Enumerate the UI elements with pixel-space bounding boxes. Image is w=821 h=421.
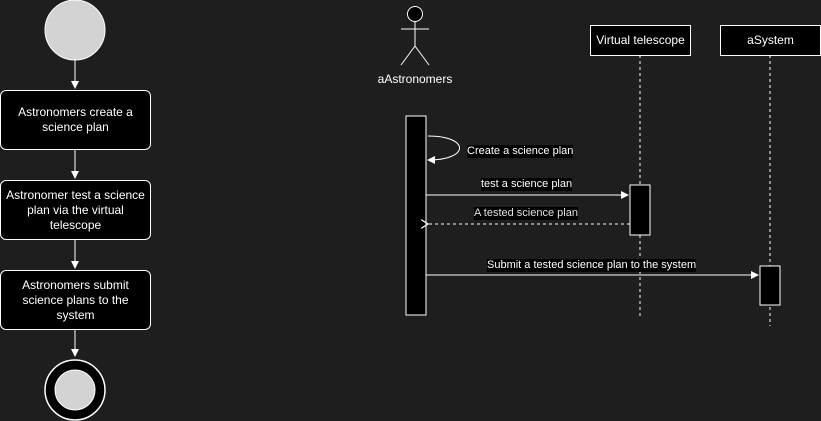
lifeline-header-virtual-telescope: Virtual telescope [590, 25, 691, 56]
lifeline-header-asystem: aSystem [720, 25, 821, 56]
activity-step-test-label: Astronomer test a science plan via the v… [6, 187, 145, 232]
actor-label: aAstronomers [377, 72, 453, 86]
self-message-label: Create a science plan [467, 145, 574, 158]
activity-step-test: Astronomer test a science plan via the v… [0, 180, 151, 240]
test-message-label: test a science plan [481, 178, 573, 191]
activity-step-submit: Astronomers submit science plans to the … [0, 270, 151, 330]
activity-step-create-label: Astronomers create a science plan [18, 105, 133, 134]
submit-message-label: Submit a tested science plan to the syst… [487, 259, 697, 272]
telescope-activation [629, 184, 651, 236]
reply-message-label: A tested science plan [474, 207, 578, 220]
lifeline-header-asystem-label: aSystem [747, 33, 794, 47]
actor-activation [405, 115, 427, 316]
final-node-inner [54, 369, 96, 411]
activity-step-create: Astronomers create a science plan [0, 90, 151, 150]
initial-node [44, 0, 106, 61]
system-activation [759, 265, 781, 306]
self-message-arrow [427, 135, 460, 164]
activity-step-submit-label: Astronomers submit science plans to the … [22, 277, 129, 322]
lifeline-header-virtual-telescope-label: Virtual telescope [596, 33, 685, 47]
actor-figure [400, 6, 430, 66]
